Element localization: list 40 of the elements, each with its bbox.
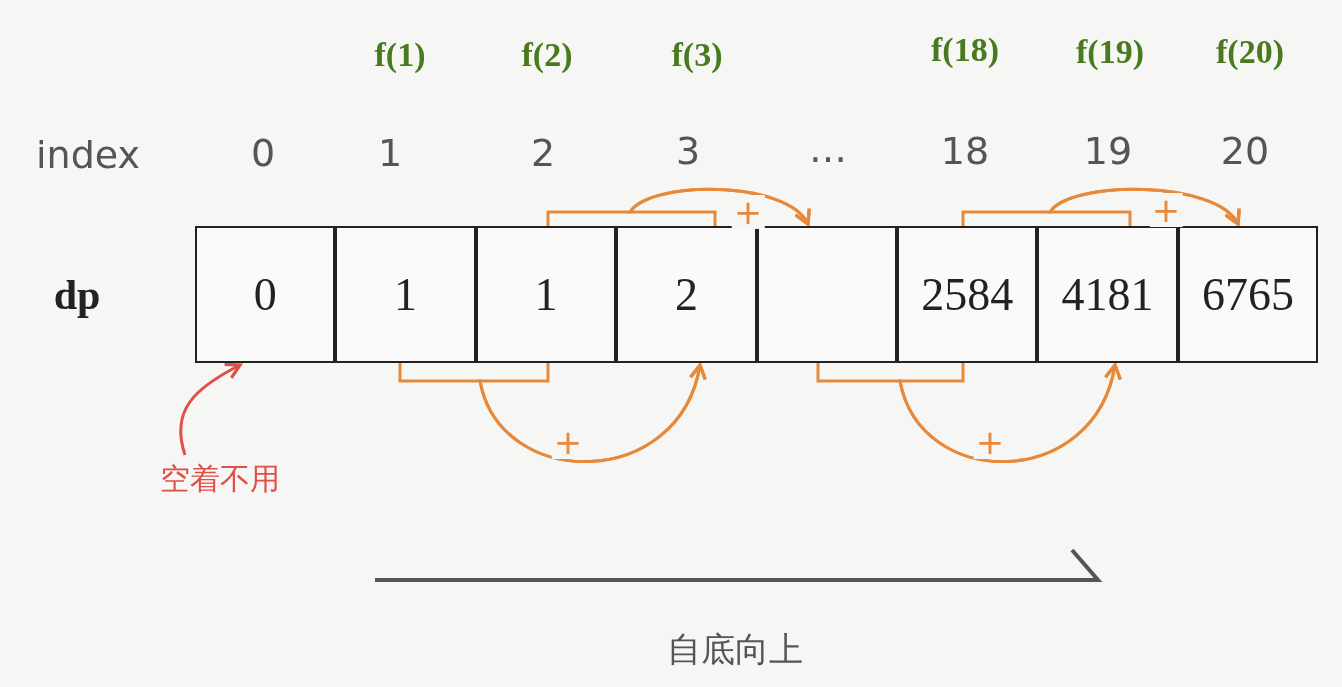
cell-value: 6765: [1202, 268, 1294, 321]
function-label: f(20): [1216, 33, 1284, 71]
index-label: 20: [1220, 129, 1270, 173]
note-text: 空着不用: [160, 459, 280, 498]
connector-arrow: [628, 188, 810, 226]
cell-value: 2584: [921, 268, 1014, 321]
array-cell: [897, 226, 1038, 363]
array-cell: [1177, 226, 1319, 363]
index-label: 1: [377, 131, 403, 175]
function-label: f(19): [1076, 33, 1144, 71]
index-label: 3: [675, 129, 701, 173]
array-cell: [195, 226, 336, 363]
cell-value: 0: [253, 268, 277, 321]
array-cell: [616, 226, 757, 363]
direction-caption: 自底向上: [667, 628, 803, 671]
edge-label: +: [731, 195, 765, 229]
index-label: 2: [530, 131, 556, 175]
connector-arrow: [1048, 188, 1240, 226]
array-cell: [475, 226, 617, 363]
index-label: index: [36, 133, 140, 177]
array-cell: [335, 226, 476, 363]
cell-value: 2: [674, 268, 698, 321]
array-cell: [756, 226, 897, 363]
cell-value: 4181: [1061, 268, 1154, 321]
index-label: 18: [940, 129, 990, 173]
edge-label: +: [1149, 193, 1183, 227]
array-cell: [1037, 226, 1178, 363]
leader-arrow: [179, 363, 242, 456]
function-label: f(3): [671, 36, 723, 74]
array-name: dp: [53, 271, 101, 319]
cell-value: 1: [534, 268, 558, 321]
index-label: 0: [250, 131, 276, 175]
connector-arrow: [478, 363, 706, 463]
index-label: …: [809, 127, 847, 171]
index-label: 19: [1083, 129, 1133, 173]
function-label: f(1): [374, 36, 426, 74]
function-label: f(2): [521, 36, 573, 74]
connector-arrow: [898, 363, 1121, 463]
cell-value: 1: [394, 268, 418, 321]
function-label: f(18): [931, 31, 999, 69]
